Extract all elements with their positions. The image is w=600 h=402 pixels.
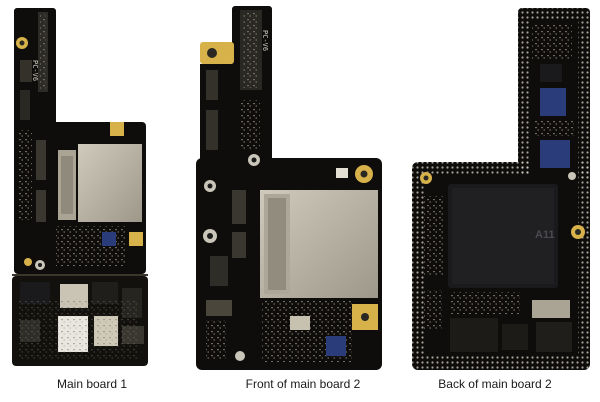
main-board-1: PC-V6 — [12, 8, 148, 366]
board3-blue-chip-2 — [540, 140, 570, 168]
board1-lower-chips — [18, 282, 144, 360]
logic-boards-photo: PC-V6 PC-V6 — [12, 6, 590, 370]
board3-blue-chip-1 — [540, 88, 566, 116]
caption-main-board-1: Main board 1 — [56, 377, 128, 391]
board2-marking: PC-V6 — [261, 30, 269, 51]
caption-back-main-board-2: Back of main board 2 — [438, 377, 552, 391]
a11-label: A11 — [535, 229, 555, 241]
main-board-2-back: A11 — [412, 8, 590, 370]
board1-shield — [78, 144, 142, 222]
main-board-2-front: PC-V6 — [196, 6, 382, 370]
board1-marking: PC-V6 — [31, 60, 39, 81]
board1-arm-connectors — [18, 12, 48, 222]
board2-connectors — [206, 190, 246, 360]
caption-front-main-board-2: Front of main board 2 — [245, 377, 361, 391]
